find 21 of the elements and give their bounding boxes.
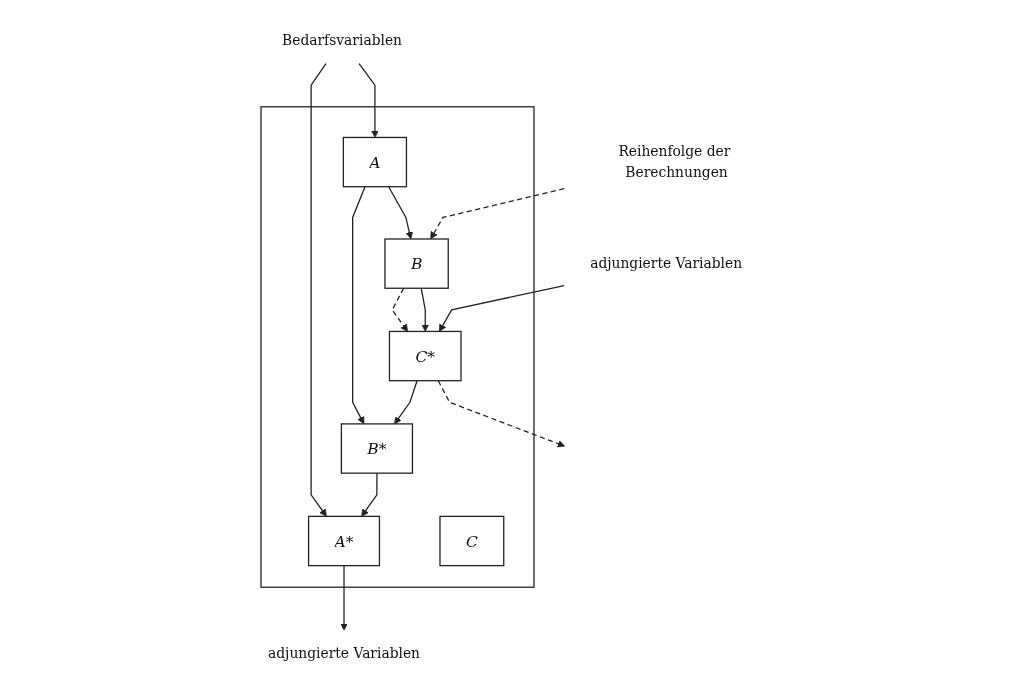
node-text: adjungierte Variablen [590,254,743,272]
node-box: B* [340,423,414,474]
node-text: Reihenfolge der Berechnungen [618,143,731,181]
arrow [420,287,430,332]
cluster [260,106,535,588]
arrow [310,62,327,517]
arrow [437,380,565,448]
node-box: C* [388,330,462,382]
node-text: Bedarfsvariablen [282,31,402,49]
arrow [391,287,408,332]
node-box: C [439,515,505,567]
arrow [430,188,565,240]
arrow [352,186,366,425]
node-text: adjungierte Variablen [268,645,420,662]
node-box: B [384,238,449,289]
arrow [394,380,418,425]
arrow [358,62,379,138]
arrow [340,564,348,631]
arrow [439,284,565,332]
arrow [361,472,378,517]
arrow [388,186,413,240]
